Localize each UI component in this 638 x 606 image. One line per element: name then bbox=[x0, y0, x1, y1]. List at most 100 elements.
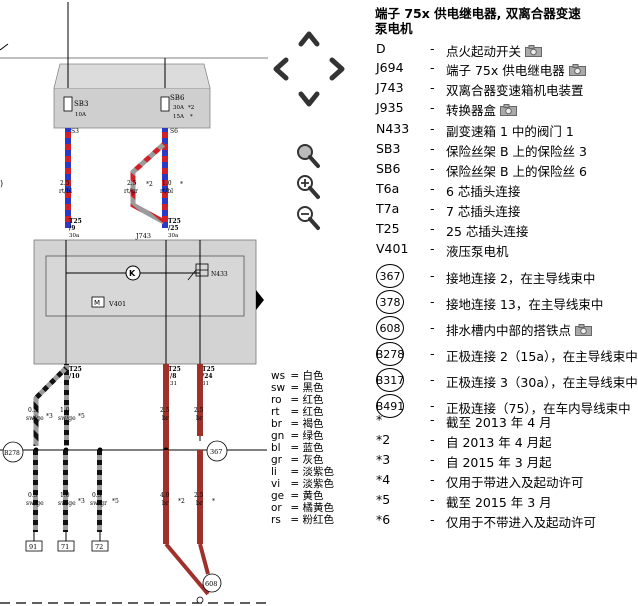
color-equals: = bbox=[287, 466, 303, 478]
conn-b-ext: 30a bbox=[168, 233, 179, 239]
legend-dash: - bbox=[430, 221, 435, 236]
zoom-out-icon[interactable] bbox=[297, 206, 320, 230]
legend-row-notes-2: *3-自 2015 年 3 月起 bbox=[376, 450, 616, 470]
legend-dash: - bbox=[430, 512, 435, 527]
color-code: br bbox=[271, 418, 282, 430]
color-name: 灰色 bbox=[302, 454, 324, 466]
camera-icon[interactable] bbox=[525, 45, 543, 57]
legend-code: N433 bbox=[376, 121, 410, 136]
c2-color: sw/gr bbox=[90, 500, 107, 507]
c4-size: 2.5 bbox=[194, 492, 204, 499]
legend-row-grounds-2: 608-排水槽内中部的搭铁点 bbox=[376, 316, 616, 340]
legend-row-components-10: V401-液压泵电机 bbox=[376, 239, 616, 259]
legend-row-components-6: SB6-保险丝架 B 上的保险丝 6 bbox=[376, 159, 616, 179]
down-arrow-icon[interactable] bbox=[298, 91, 320, 107]
color-equals: = bbox=[287, 406, 303, 418]
legend-dash: - bbox=[430, 60, 435, 75]
svg-text:M: M bbox=[94, 299, 100, 307]
color-key-row: sw = 黑色 bbox=[271, 382, 371, 394]
legend-dash: - bbox=[430, 121, 435, 136]
color-equals: = bbox=[287, 490, 303, 502]
legend-desc: 仅用于不带进入及起动许可 bbox=[446, 515, 597, 530]
color-key-row: ge = 黄色 bbox=[271, 490, 371, 502]
b2-color: sw/ge bbox=[58, 415, 76, 422]
wire2-color: rt/gr bbox=[124, 188, 138, 195]
legend-dash: - bbox=[430, 181, 435, 196]
wire-rtgr-loop bbox=[130, 142, 166, 225]
color-key-row: or = 橘黄色 bbox=[271, 502, 371, 514]
b1-size: 0.5 bbox=[28, 407, 38, 414]
legend-code: * bbox=[376, 412, 383, 427]
ground-symbol: B317 bbox=[376, 368, 404, 392]
svg-text:1.0: 1.0 bbox=[60, 492, 70, 499]
c3-color: br bbox=[162, 500, 169, 507]
bot-conn2: T25 bbox=[168, 366, 181, 373]
c1-color: sw/ge bbox=[26, 500, 44, 507]
camera-icon[interactable] bbox=[575, 324, 593, 336]
b1-note: *3 bbox=[46, 413, 53, 420]
wire1-size: 2.5 bbox=[60, 180, 70, 187]
legend-dash: - bbox=[430, 320, 435, 335]
legend-desc: 保险丝架 B 上的保险丝 3 bbox=[446, 144, 587, 159]
c1-size: 0.5 bbox=[28, 492, 38, 499]
pin-s6: S6 bbox=[170, 128, 178, 135]
right-arrow-icon[interactable] bbox=[329, 57, 345, 81]
navigation-controls bbox=[273, 31, 345, 230]
color-equals: = bbox=[287, 418, 303, 430]
up-arrow-icon[interactable] bbox=[298, 31, 320, 47]
color-key-row: ro = 红色 bbox=[271, 394, 371, 406]
legend-code: D bbox=[376, 41, 386, 56]
left-arrow-icon[interactable] bbox=[273, 57, 289, 81]
module-j743: J743 bbox=[135, 232, 151, 240]
conn-a-ext: 30a bbox=[69, 233, 80, 239]
b1-color: sw/ge bbox=[26, 415, 44, 422]
b2-note: *5 bbox=[78, 413, 85, 420]
legend-code: *3 bbox=[376, 452, 391, 467]
camera-icon[interactable] bbox=[500, 104, 518, 116]
legend-desc: 转换器盒 bbox=[446, 100, 518, 119]
legend-title-line1: 端子 75x 供电继电器, 双离合器变速 bbox=[375, 6, 581, 21]
legend-dash: - bbox=[430, 41, 435, 56]
legend-dash: - bbox=[430, 141, 435, 156]
color-key-row: rt = 红色 bbox=[271, 406, 371, 418]
legend-row-components-5: SB3-保险丝架 B 上的保险丝 3 bbox=[376, 139, 616, 159]
legend-row-notes-5: *6-仅用于不带进入及起动许可 bbox=[376, 510, 616, 530]
ground-b278-label: B278 bbox=[4, 450, 20, 457]
legend-desc: 自 2015 年 3 月起 bbox=[446, 455, 552, 470]
wire-br-1 bbox=[163, 364, 169, 450]
zoom-fit-icon[interactable] bbox=[297, 144, 320, 168]
c4-note: * bbox=[212, 498, 215, 505]
wire3-note: * bbox=[180, 181, 183, 188]
legend-dash: - bbox=[430, 412, 435, 427]
legend-desc: 接地连接 2，在主导线束中 bbox=[446, 271, 596, 286]
color-key-row: bl = 蓝色 bbox=[271, 442, 371, 454]
camera-icon[interactable] bbox=[568, 64, 586, 76]
color-equals: = bbox=[287, 394, 303, 406]
wiring-diagram: ) SB3 10A SB6 30A *2 15A * S3 S6 2.5 rt/… bbox=[0, 2, 268, 604]
wire3-color: rt/bl bbox=[160, 188, 173, 195]
zoom-in-icon[interactable] bbox=[297, 175, 320, 199]
legend-title-line2: 泵电机 bbox=[375, 21, 413, 36]
color-key-row: br = 褐色 bbox=[271, 418, 371, 430]
wire-lower-2 bbox=[63, 450, 68, 532]
color-name: 橘黄色 bbox=[302, 502, 334, 514]
color-code: ws bbox=[271, 370, 286, 382]
color-equals: = bbox=[287, 430, 303, 442]
legend-desc: 保险丝架 B 上的保险丝 6 bbox=[446, 164, 587, 179]
bot-conn2-ext: 31 bbox=[170, 381, 177, 387]
legend-code: V401 bbox=[376, 241, 409, 256]
legend-code: T6a bbox=[376, 181, 400, 196]
conn-b-pin: /25 bbox=[168, 225, 179, 232]
legend-desc: 截至 2013 年 4 月 bbox=[446, 415, 552, 430]
color-code: gr bbox=[271, 454, 282, 466]
legend-dash: - bbox=[430, 346, 435, 361]
bot-conn2-pin: /8 bbox=[170, 373, 176, 380]
legend-desc: 25 芯插头连接 bbox=[446, 224, 529, 239]
fuse-sb6-note-b: * bbox=[190, 114, 193, 120]
wire-lower-3 bbox=[97, 450, 102, 532]
legend-dash: - bbox=[430, 432, 435, 447]
ref-box-71: 71 bbox=[61, 543, 69, 551]
legend-row-grounds-5: B491-正极连接（75），在车内导线束中 bbox=[376, 394, 631, 418]
color-name: 褐色 bbox=[302, 418, 324, 430]
